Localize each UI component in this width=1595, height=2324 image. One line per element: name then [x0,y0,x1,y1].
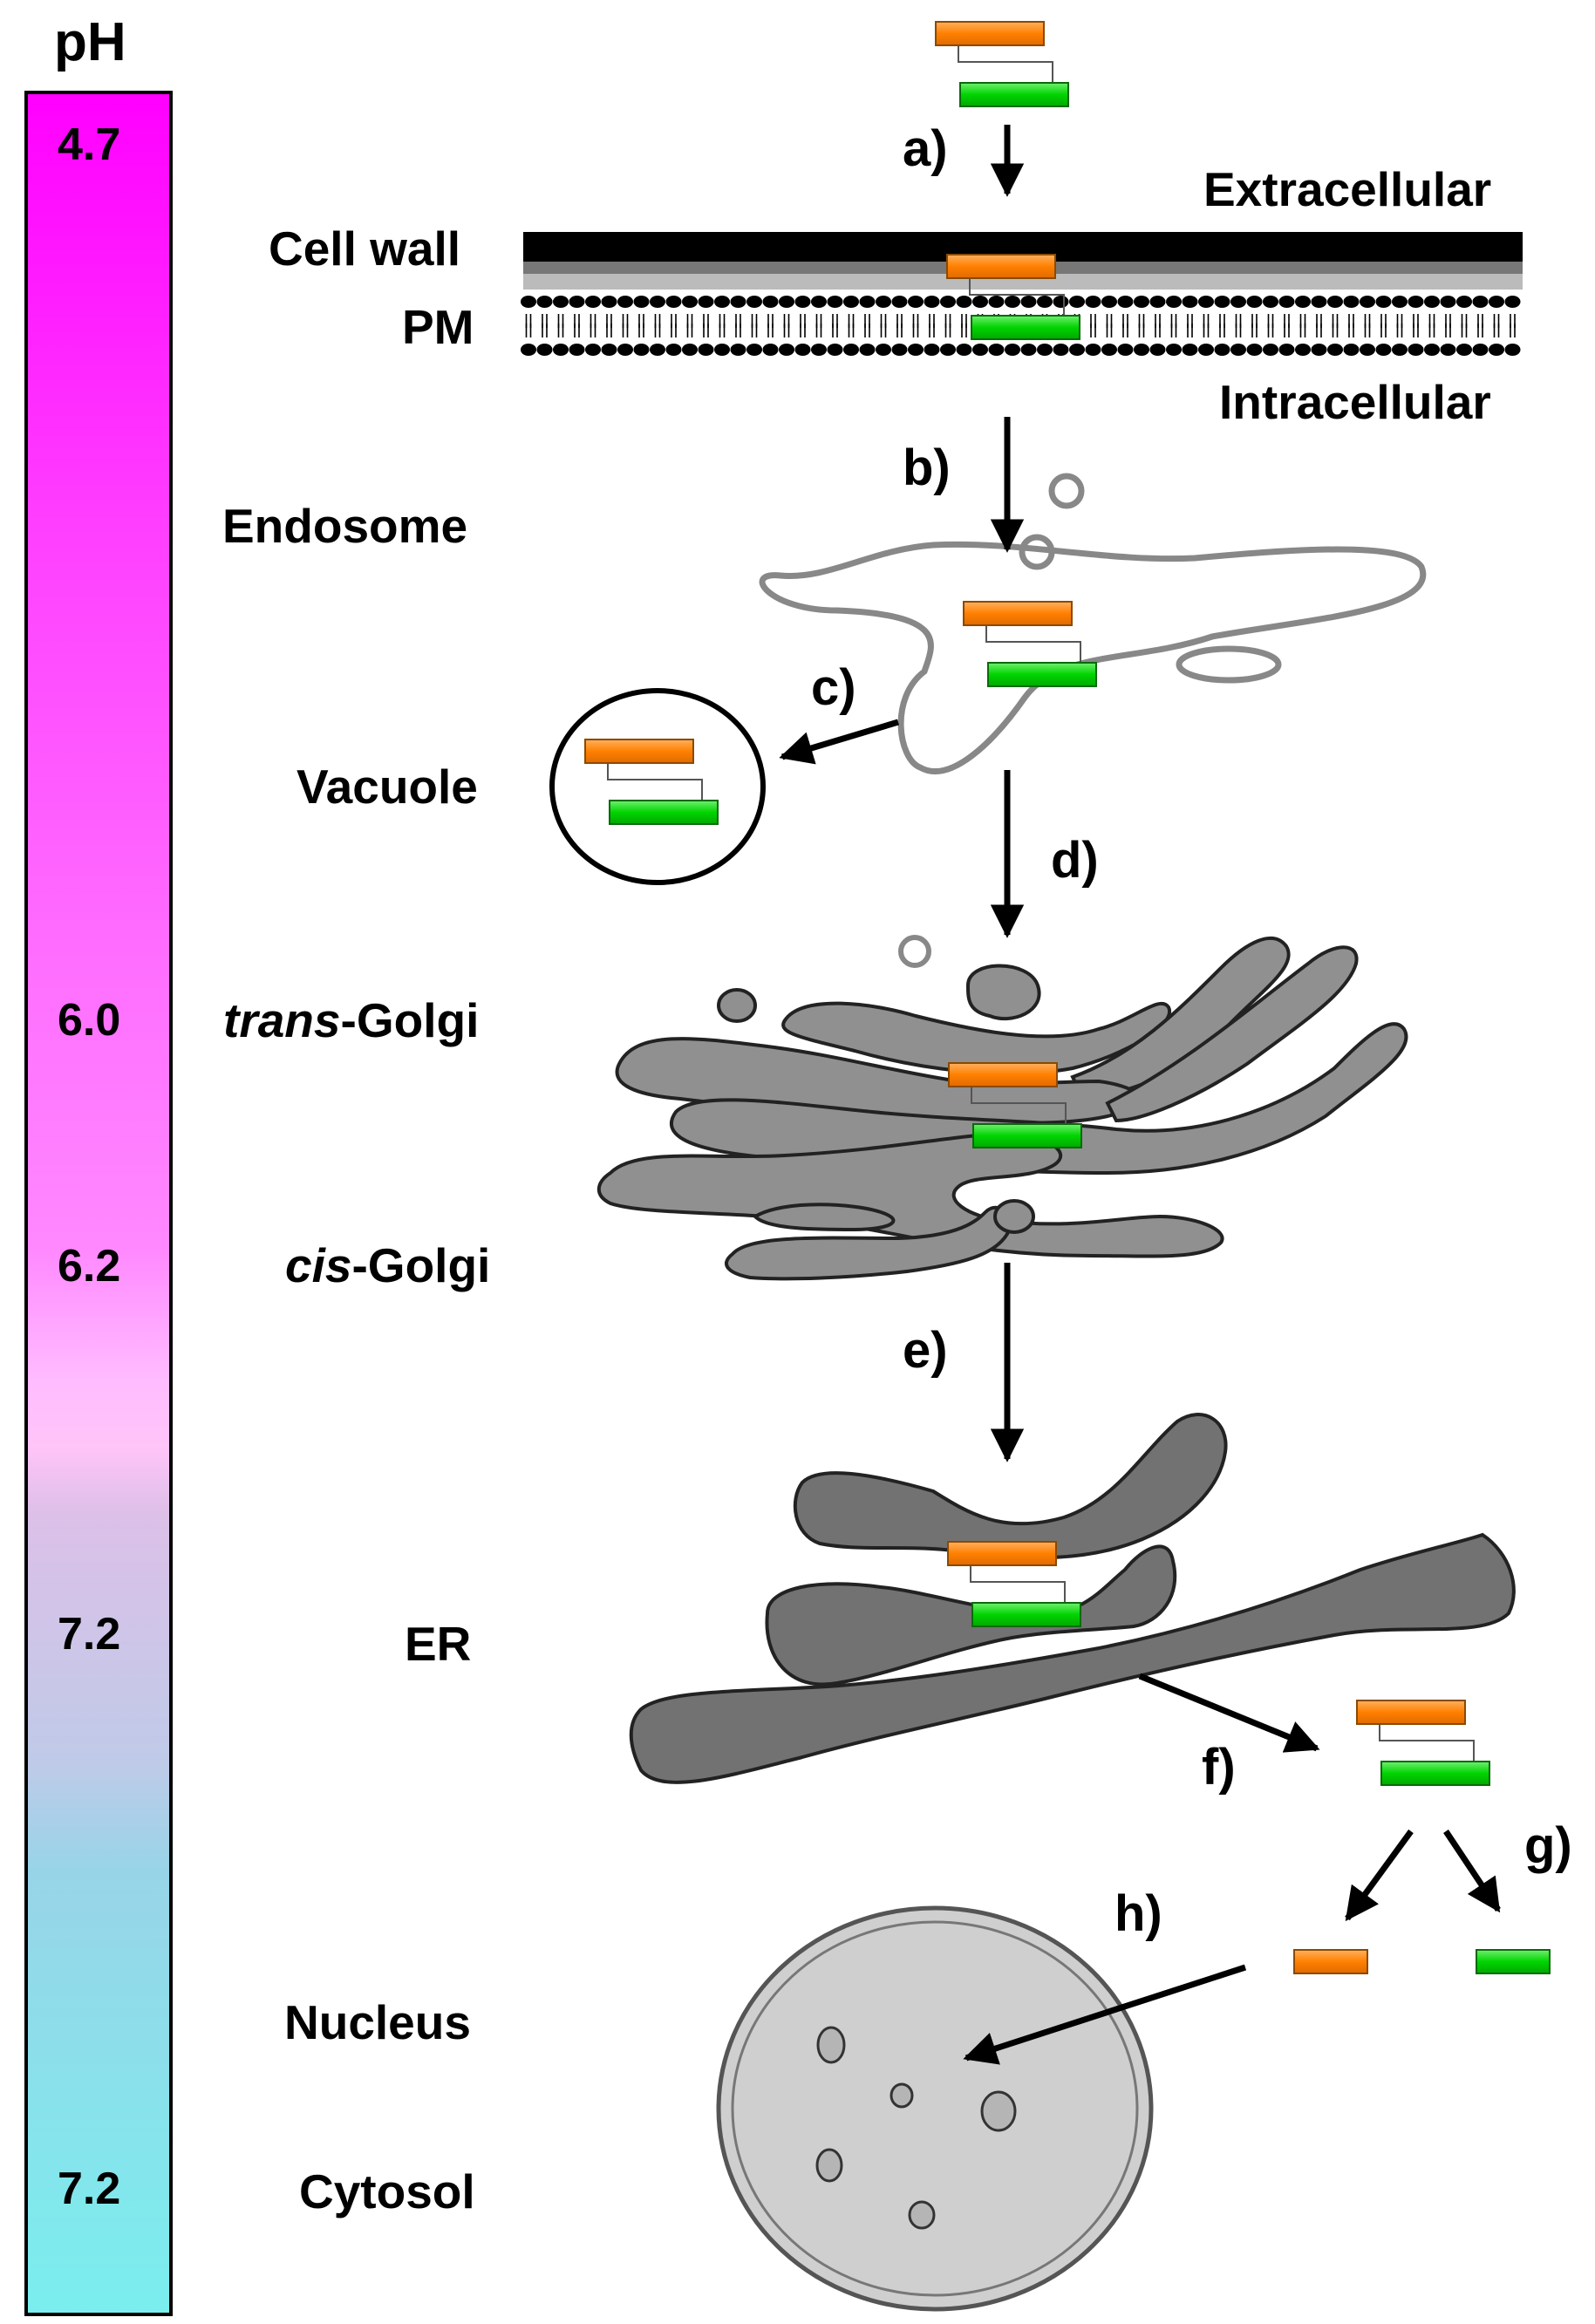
label-pm: PM [402,300,474,354]
ph-tick-7.2-er: 7.2 [58,1609,121,1660]
probe-endosome [963,601,1097,687]
nucleus [716,1905,1154,2312]
step-d: d) [1051,832,1099,889]
ph-scale-title: pH [54,12,126,72]
label-trans-golgi: trans-Golgi [223,993,480,1047]
ph-scale-bar [24,91,173,2316]
label-cytosol: Cytosol [299,2164,475,2218]
probe-extracellular [935,21,1069,107]
label-extracellular: Extracellular [1203,162,1492,216]
label-cell-wall: Cell wall [269,221,461,276]
step-b: b) [903,440,951,496]
step-g: g) [1524,1817,1572,1874]
vacuole [549,688,766,885]
green-fluorophore [1476,1949,1551,1974]
label-intracellular: Intracellular [1219,375,1491,429]
label-cis-golgi: cis-Golgi [285,1238,491,1292]
step-f: f) [1202,1739,1236,1796]
probe-cytosol [1356,1700,1490,1786]
step-c: c) [811,659,856,716]
endoplasmic-reticulum [629,1413,1516,1784]
step-e: e) [903,1322,948,1379]
ph-tick-7.2-cytosol: 7.2 [58,2164,121,2214]
label-vacuole: Vacuole [297,760,478,814]
ph-tick-6.2: 6.2 [58,1241,121,1291]
step-h: h) [1114,1885,1162,1942]
ph-tick-4.7: 4.7 [58,119,121,170]
ph-tick-6.0: 6.0 [58,995,121,1046]
label-er: ER [405,1617,472,1671]
endosome [759,473,1427,774]
plasma-membrane [521,296,1521,356]
orange-fluorophore [1293,1949,1368,1974]
trafficking-arrows [779,125,1501,2065]
step-a: a) [903,120,948,177]
golgi-stack [596,935,1408,1281]
label-nucleus: Nucleus [284,1995,471,2049]
label-endosome: Endosome [222,499,468,553]
